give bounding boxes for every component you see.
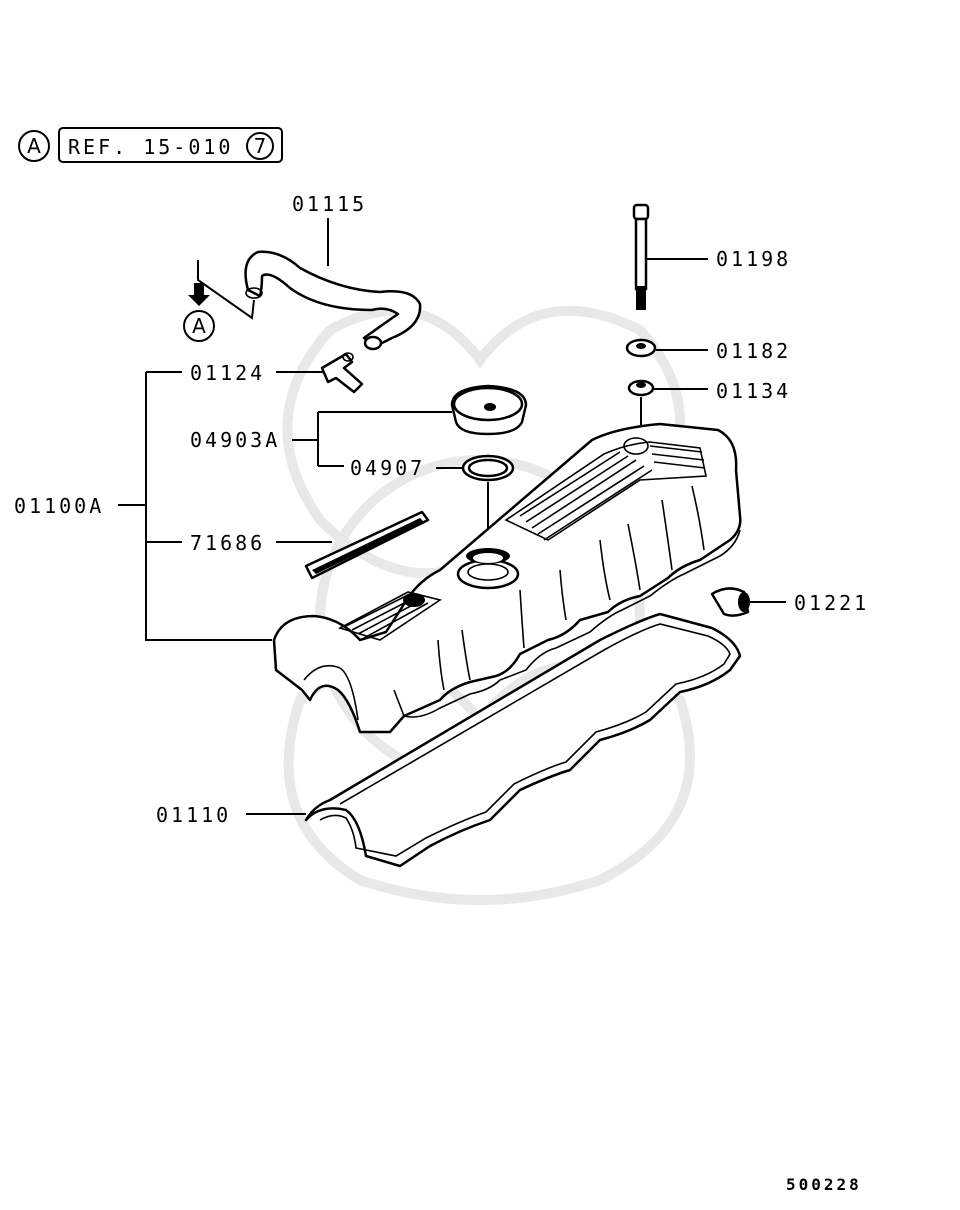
connection-letter: A [192,314,206,338]
label-01100A: 01100A [14,494,104,518]
gasket-01110 [304,612,742,868]
ref-circle-a [18,130,50,162]
ref-number-circle [246,132,274,160]
label-01198: 01198 [716,247,791,271]
hose-01115 [244,250,422,351]
label-01221: 01221 [794,591,869,615]
label-71686: 71686 [190,531,265,555]
rocker-cover-01100A [272,422,742,734]
emblem-71686 [304,510,430,580]
leader-lines [118,218,786,815]
plug-01221 [710,587,750,617]
down-arrow-icon [188,283,210,306]
oring-04907 [461,454,515,548]
oil-cap-04903A [450,384,528,436]
washer-01182 [625,338,657,358]
ref-text: REF. 15-010 [68,135,233,159]
nipple-01124 [320,352,364,394]
bolt-01198 [632,203,650,310]
ref-number: 7 [254,134,267,158]
callout-labels: 01115 01198 01182 01134 01124 04903A 049… [14,192,869,827]
label-04903A: 04903A [190,428,280,452]
label-01134: 01134 [716,379,791,403]
ref-circle-letter: A [27,134,41,158]
diagram-number: 500228 [786,1175,862,1194]
label-04907: 04907 [350,456,425,480]
connection-marker-a: A [183,260,255,342]
label-01124: 01124 [190,361,265,385]
label-01115: 01115 [292,192,367,216]
reference-callout: A REF. 15-010 7 [18,127,283,163]
label-01110: 01110 [156,803,231,827]
label-01182: 01182 [716,339,791,363]
ref-box [58,127,283,163]
